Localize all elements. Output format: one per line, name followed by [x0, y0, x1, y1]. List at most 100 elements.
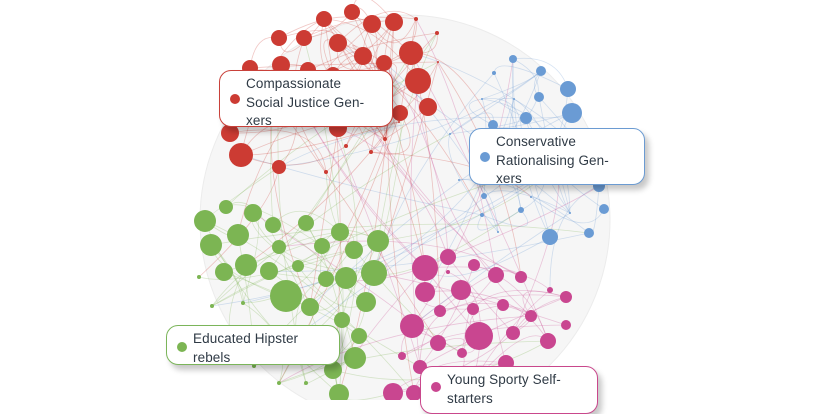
node-red[interactable] [344, 144, 348, 148]
node-green[interactable] [194, 210, 216, 232]
node-pink[interactable] [434, 305, 446, 317]
node-red[interactable] [324, 170, 328, 174]
node-green[interactable] [277, 381, 281, 385]
node-green[interactable] [304, 381, 308, 385]
node-blue[interactable] [530, 196, 532, 198]
node-pink[interactable] [440, 249, 456, 265]
node-red[interactable] [435, 31, 439, 35]
node-green[interactable] [345, 241, 363, 259]
node-green[interactable] [260, 262, 278, 280]
node-pink[interactable] [383, 383, 403, 400]
node-pink[interactable] [547, 287, 553, 293]
node-green[interactable] [252, 364, 256, 368]
node-blue[interactable] [536, 66, 546, 76]
node-green[interactable] [356, 292, 376, 312]
node-green[interactable] [367, 230, 389, 252]
node-green[interactable] [324, 361, 342, 379]
node-red[interactable] [272, 160, 286, 174]
node-pink[interactable] [506, 326, 520, 340]
node-green[interactable] [329, 384, 349, 400]
node-pink[interactable] [412, 255, 438, 281]
node-blue[interactable] [562, 103, 582, 123]
segment-label-young-sporty-self-starters[interactable]: Young Sporty Self- starters [420, 366, 598, 414]
node-green[interactable] [298, 215, 314, 231]
node-green[interactable] [361, 260, 387, 286]
node-pink[interactable] [451, 280, 471, 300]
node-blue[interactable] [492, 71, 496, 75]
node-green[interactable] [265, 217, 281, 233]
node-blue[interactable] [488, 120, 498, 130]
node-red[interactable] [344, 4, 360, 20]
node-red[interactable] [376, 55, 392, 71]
node-pink[interactable] [398, 352, 406, 360]
segment-label-educated-hipster-rebels[interactable]: Educated Hipster rebels [166, 325, 340, 365]
node-green[interactable] [331, 223, 349, 241]
node-red[interactable] [383, 137, 387, 141]
node-green[interactable] [272, 240, 286, 254]
node-blue[interactable] [542, 229, 558, 245]
node-green[interactable] [292, 260, 304, 272]
node-blue[interactable] [458, 179, 460, 181]
node-green[interactable] [351, 328, 367, 344]
node-green[interactable] [344, 347, 366, 369]
node-green[interactable] [215, 263, 233, 281]
node-red[interactable] [221, 124, 239, 142]
node-blue[interactable] [497, 231, 499, 233]
node-red[interactable] [437, 61, 439, 63]
node-pink[interactable] [400, 314, 424, 338]
node-blue[interactable] [509, 55, 517, 63]
node-green[interactable] [235, 254, 257, 276]
node-blue[interactable] [481, 98, 483, 100]
node-red[interactable] [272, 56, 290, 74]
node-red[interactable] [399, 41, 423, 65]
node-green[interactable] [270, 280, 302, 312]
node-blue[interactable] [584, 228, 594, 238]
node-red[interactable] [363, 15, 381, 33]
node-green[interactable] [219, 200, 233, 214]
node-red[interactable] [354, 47, 372, 65]
node-pink[interactable] [515, 271, 527, 283]
node-green[interactable] [314, 238, 330, 254]
node-blue[interactable] [520, 112, 532, 124]
node-pink[interactable] [488, 267, 504, 283]
node-red[interactable] [405, 68, 431, 94]
node-pink[interactable] [415, 282, 435, 302]
node-pink[interactable] [525, 310, 537, 322]
node-red[interactable] [419, 98, 437, 116]
node-blue[interactable] [513, 98, 515, 100]
node-red[interactable] [329, 34, 347, 52]
node-pink[interactable] [465, 322, 493, 350]
node-blue[interactable] [449, 133, 451, 135]
node-green[interactable] [210, 304, 214, 308]
node-red[interactable] [271, 30, 287, 46]
segment-label-conservative-rationalising-genxers[interactable]: Conservative Rationalising Gen- xers [469, 128, 645, 186]
node-red[interactable] [385, 13, 403, 31]
node-red[interactable] [398, 121, 400, 123]
node-pink[interactable] [561, 320, 571, 330]
node-green[interactable] [244, 204, 262, 222]
node-pink[interactable] [468, 259, 480, 271]
node-pink[interactable] [457, 348, 467, 358]
node-green[interactable] [318, 271, 334, 287]
node-pink[interactable] [497, 299, 509, 311]
node-green[interactable] [197, 275, 201, 279]
node-red[interactable] [296, 30, 312, 46]
node-red[interactable] [369, 150, 373, 154]
node-green[interactable] [200, 234, 222, 256]
node-pink[interactable] [560, 291, 572, 303]
node-green[interactable] [301, 298, 319, 316]
node-pink[interactable] [540, 333, 556, 349]
segment-label-compassionate-social-justice-genxers[interactable]: Compassionate Social Justice Gen- xers [219, 70, 393, 128]
node-pink[interactable] [430, 335, 446, 351]
node-pink[interactable] [406, 385, 422, 400]
node-red[interactable] [316, 11, 332, 27]
node-blue[interactable] [560, 81, 576, 97]
node-blue[interactable] [481, 193, 487, 199]
node-red[interactable] [392, 105, 408, 121]
node-blue[interactable] [599, 204, 609, 214]
node-pink[interactable] [467, 303, 479, 315]
node-red[interactable] [229, 143, 253, 167]
node-red[interactable] [414, 17, 418, 21]
node-pink[interactable] [446, 270, 450, 274]
node-green[interactable] [241, 301, 245, 305]
